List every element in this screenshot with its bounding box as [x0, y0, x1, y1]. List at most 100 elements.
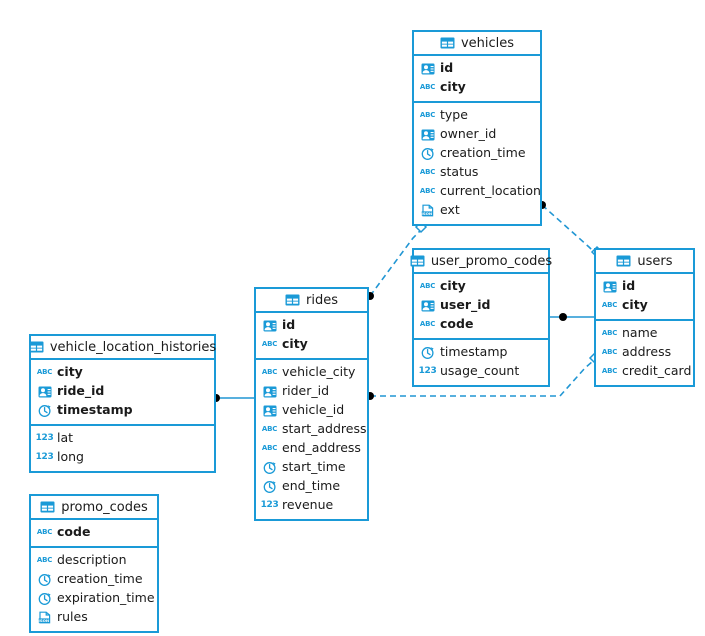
id-card-icon [262, 319, 277, 332]
column-name: end_time [282, 478, 341, 494]
column-row-rides-vehicle_id[interactable]: vehicle_id [256, 401, 367, 420]
clock-icon [420, 346, 435, 359]
key-column-row-users-id[interactable]: id [596, 277, 693, 296]
abc-string-icon: ABC [419, 111, 436, 119]
table-header-vehicle_location_histories[interactable]: vehicle_location_histories [29, 336, 216, 360]
clock-icon [37, 404, 52, 417]
column-name: long [57, 449, 84, 465]
column-name: user_id [440, 297, 491, 313]
column-name: revenue [282, 497, 334, 513]
key-column-row-user_promo_codes-user_id[interactable]: user_id [414, 296, 548, 315]
column-name: city [622, 297, 648, 313]
column-row-vehicles-creation_time[interactable]: creation_time [414, 144, 540, 163]
column-row-promo_codes-expiration_time[interactable]: expiration_time [31, 589, 157, 608]
id-card-icon [420, 128, 435, 141]
column-row-user_promo_codes-timestamp[interactable]: timestamp [414, 343, 548, 362]
clock-icon [262, 461, 277, 474]
column-name: timestamp [57, 402, 133, 418]
abc-string-icon: ABC [419, 320, 436, 328]
key-column-row-vehicle_location_histories-timestamp[interactable]: timestamp [31, 401, 214, 420]
abc-string-icon: ABC [36, 556, 53, 564]
column-name: creation_time [57, 571, 143, 587]
column-row-rides-rider_id[interactable]: rider_id [256, 382, 367, 401]
abc-string-icon: ABC [261, 444, 278, 452]
key-column-row-promo_codes-code[interactable]: ABC code [31, 523, 157, 542]
key-column-row-user_promo_codes-code[interactable]: ABC code [414, 315, 548, 334]
abc-string-icon: ABC [36, 528, 53, 536]
id-card-icon [262, 404, 277, 417]
column-name: creation_time [440, 145, 526, 161]
column-row-promo_codes-rules[interactable]: JSON rules [31, 608, 157, 627]
key-column-row-vehicle_location_histories-ride_id[interactable]: ride_id [31, 382, 214, 401]
table-title: users [637, 253, 673, 269]
abc-string-icon: ABC [419, 282, 436, 290]
column-row-rides-end_time[interactable]: end_time [256, 477, 367, 496]
table-header-user_promo_codes[interactable]: user_promo_codes [410, 250, 552, 274]
key-column-row-users-city[interactable]: ABC city [596, 296, 693, 315]
column-name: status [440, 164, 479, 180]
column-row-vehicles-status[interactable]: ABC status [414, 163, 540, 182]
table-header-rides[interactable]: rides [256, 289, 367, 313]
table-header-users[interactable]: users [596, 250, 693, 274]
123-number-icon: 123 [35, 452, 54, 462]
123-number-icon: 123 [260, 500, 279, 510]
table-title: promo_codes [61, 499, 148, 515]
column-row-rides-start_time[interactable]: start_time [256, 458, 367, 477]
json-icon: JSON [420, 204, 435, 217]
abc-string-icon: ABC [601, 348, 618, 356]
column-name: ride_id [57, 383, 105, 399]
column-name: code [57, 524, 91, 540]
column-row-promo_codes-creation_time[interactable]: creation_time [31, 570, 157, 589]
table-header-promo_codes[interactable]: promo_codes [31, 496, 157, 520]
table-header-vehicles[interactable]: vehicles [414, 32, 540, 56]
key-column-row-vehicles-id[interactable]: id [414, 59, 540, 78]
abc-string-icon: ABC [601, 301, 618, 309]
column-name: code [440, 316, 474, 332]
column-name: rules [57, 609, 88, 625]
abc-string-icon: ABC [419, 187, 436, 195]
svg-text:JSON: JSON [38, 618, 49, 623]
relationship-user-promo-codes-to-users[interactable] [550, 313, 594, 321]
key-column-row-rides-id[interactable]: id [256, 316, 367, 335]
table-icon [40, 501, 55, 514]
column-name: lat [57, 430, 74, 446]
id-card-icon [420, 62, 435, 75]
column-row-vehicles-current_location[interactable]: ABC current_location [414, 182, 541, 201]
column-row-vehicles-owner_id[interactable]: owner_id [414, 125, 540, 144]
abc-string-icon: ABC [36, 368, 53, 376]
abc-string-icon: ABC [419, 168, 436, 176]
column-name: current_location [440, 183, 541, 199]
abc-string-icon: ABC [601, 329, 618, 337]
column-name: owner_id [440, 126, 497, 142]
relationship-vehicle-location-histories-to-rides[interactable] [212, 394, 254, 402]
table-icon [440, 37, 455, 50]
